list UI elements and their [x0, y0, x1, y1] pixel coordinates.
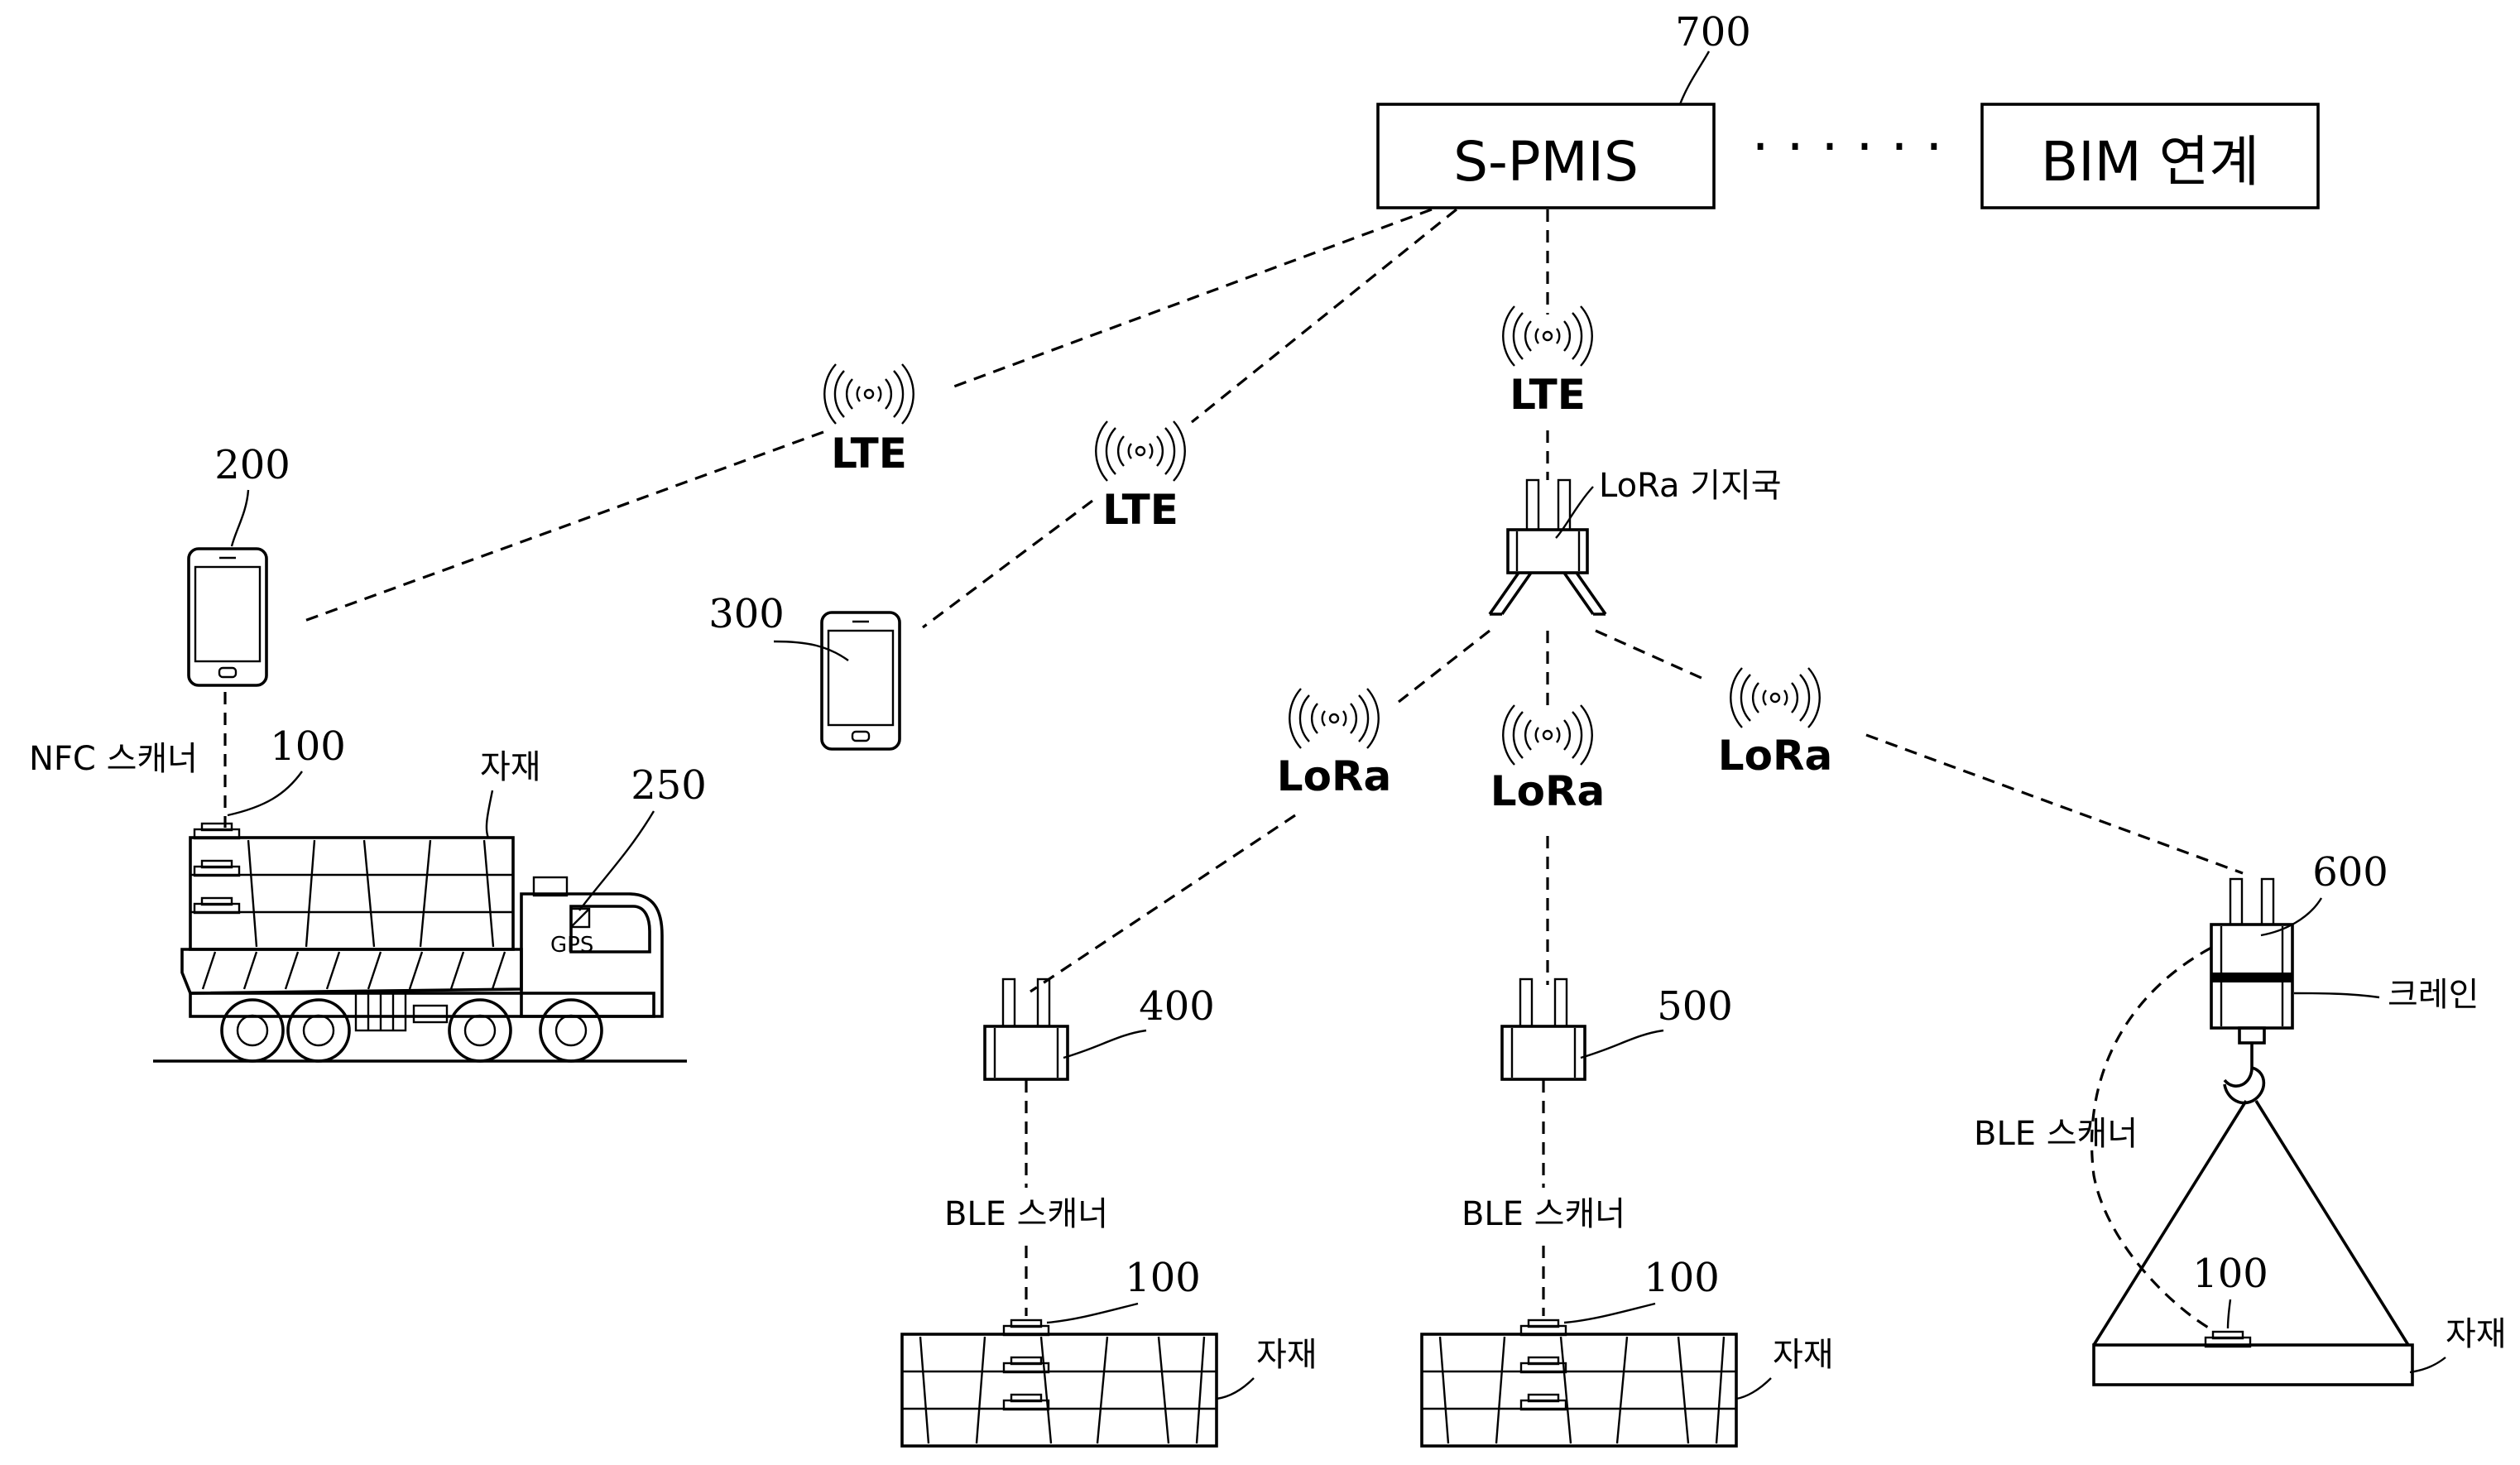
spmis-ref: 700 — [1675, 9, 1751, 55]
tag-left-ref: 100 — [1125, 1255, 1201, 1301]
link-spmis-lte-b — [1192, 209, 1457, 422]
truck-tag-ref: 100 — [270, 723, 346, 770]
smartphone-icon — [189, 549, 266, 685]
crane-label: 크레인 — [2388, 976, 2479, 1014]
wireless-signal-icon — [1503, 306, 1592, 366]
lora-b-label: LoRa — [1490, 767, 1605, 815]
lora-c-label: LoRa — [1718, 732, 1832, 780]
spmis-label: S-PMIS — [1453, 130, 1639, 194]
link-ellipsis: · · · · · · — [1752, 115, 1943, 179]
lora-a-label: LoRa — [1277, 752, 1391, 800]
rfid-tag-icon — [1521, 1395, 1566, 1410]
tag-crane-ref: 100 — [2192, 1251, 2268, 1297]
material-block-icon — [1422, 1334, 1736, 1446]
phone-200-ref: 200 — [214, 442, 290, 488]
lora-base-label: LoRa 기지국 — [1599, 467, 1782, 505]
wireless-signal-icon — [824, 364, 914, 424]
rfid-tag-icon — [1521, 1357, 1566, 1372]
ble-crane-label: BLE 스캐너 — [1974, 1115, 2138, 1153]
wireless-signal-icon — [1096, 421, 1185, 481]
dump-truck-icon: GPS — [153, 824, 687, 1061]
link-lte-b-phone — [923, 501, 1092, 627]
lora-antenna-icon — [985, 979, 1068, 1079]
material-block-icon — [902, 1334, 1217, 1446]
material-left-label: 자재 — [1256, 1336, 1318, 1374]
tag-mid-ref: 100 — [1644, 1255, 1720, 1301]
gateway-500-ref: 500 — [1657, 983, 1733, 1030]
rfid-tag-icon — [1004, 1357, 1049, 1372]
link-base-lora-a — [1399, 631, 1490, 702]
material-crane-label: 자재 — [2446, 1315, 2507, 1353]
lora-antenna-icon — [1502, 979, 1585, 1079]
truck-gps-ref: 250 — [631, 762, 707, 809]
wireless-signal-icon — [1730, 668, 1820, 728]
ble-mid-label: BLE 스캐너 — [1462, 1195, 1625, 1233]
ble-left-label: BLE 스캐너 — [944, 1195, 1108, 1233]
link-lora-a-gw400 — [1030, 815, 1295, 992]
smartphone-icon — [822, 612, 900, 749]
wireless-signal-icon — [1503, 705, 1592, 765]
phone-300-ref: 300 — [708, 591, 785, 637]
bim-label: BIM 연계 — [2041, 130, 2259, 194]
material-mid-label: 자재 — [1773, 1336, 1834, 1374]
rfid-tag-icon — [1004, 1395, 1049, 1410]
nfc-scanner-label: NFC 스캐너 — [29, 740, 198, 778]
gateway-400-ref: 400 — [1139, 983, 1215, 1030]
link-base-lora-c — [1596, 631, 1703, 679]
link-spmis-lte-a — [952, 209, 1432, 387]
gps-label: GPS — [550, 933, 593, 958]
truck-cargo-label: 자재 — [480, 748, 541, 786]
link-lora-c-crane — [1866, 735, 2243, 873]
crane-hook-icon — [2094, 879, 2412, 1385]
wireless-signal-icon — [1289, 689, 1379, 748]
crane-ref: 600 — [2312, 849, 2388, 896]
lte-a-label: LTE — [831, 430, 907, 478]
lte-c-label: LTE — [1510, 371, 1586, 419]
lte-b-label: LTE — [1102, 486, 1178, 534]
lora-antenna-icon — [1490, 480, 1606, 614]
